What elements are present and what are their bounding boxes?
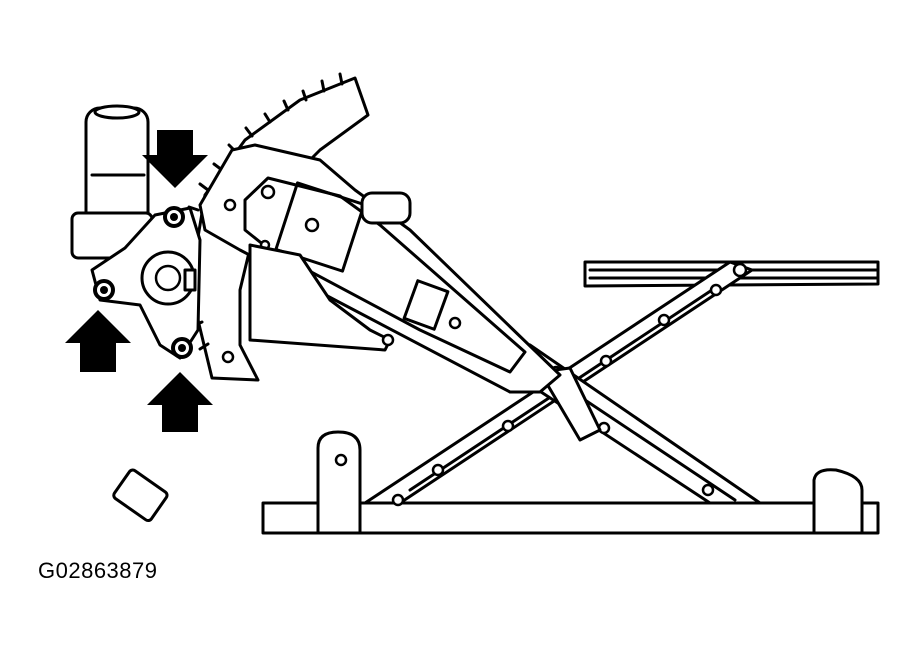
arrow-down-icon bbox=[142, 130, 208, 188]
lift-plate bbox=[198, 143, 562, 394]
wire-harness bbox=[42, 260, 169, 523]
indicator-arrows bbox=[65, 130, 213, 432]
right-mount-bracket bbox=[812, 468, 864, 535]
arrow-up-icon bbox=[65, 310, 131, 372]
mounting-bolts bbox=[93, 206, 193, 359]
figure-id-label: G02863879 bbox=[38, 558, 158, 583]
bolt-upper-center bbox=[170, 213, 178, 221]
bolt-lower-center bbox=[178, 344, 186, 352]
arrow-up-icon bbox=[147, 372, 213, 432]
bolt-left-center bbox=[100, 286, 108, 294]
wire-connector bbox=[112, 468, 169, 523]
center-pivot-plate bbox=[538, 366, 602, 442]
left-mount-bracket bbox=[316, 430, 362, 535]
motor-mount-frame bbox=[221, 191, 412, 364]
motor-gear-housing bbox=[90, 206, 202, 360]
